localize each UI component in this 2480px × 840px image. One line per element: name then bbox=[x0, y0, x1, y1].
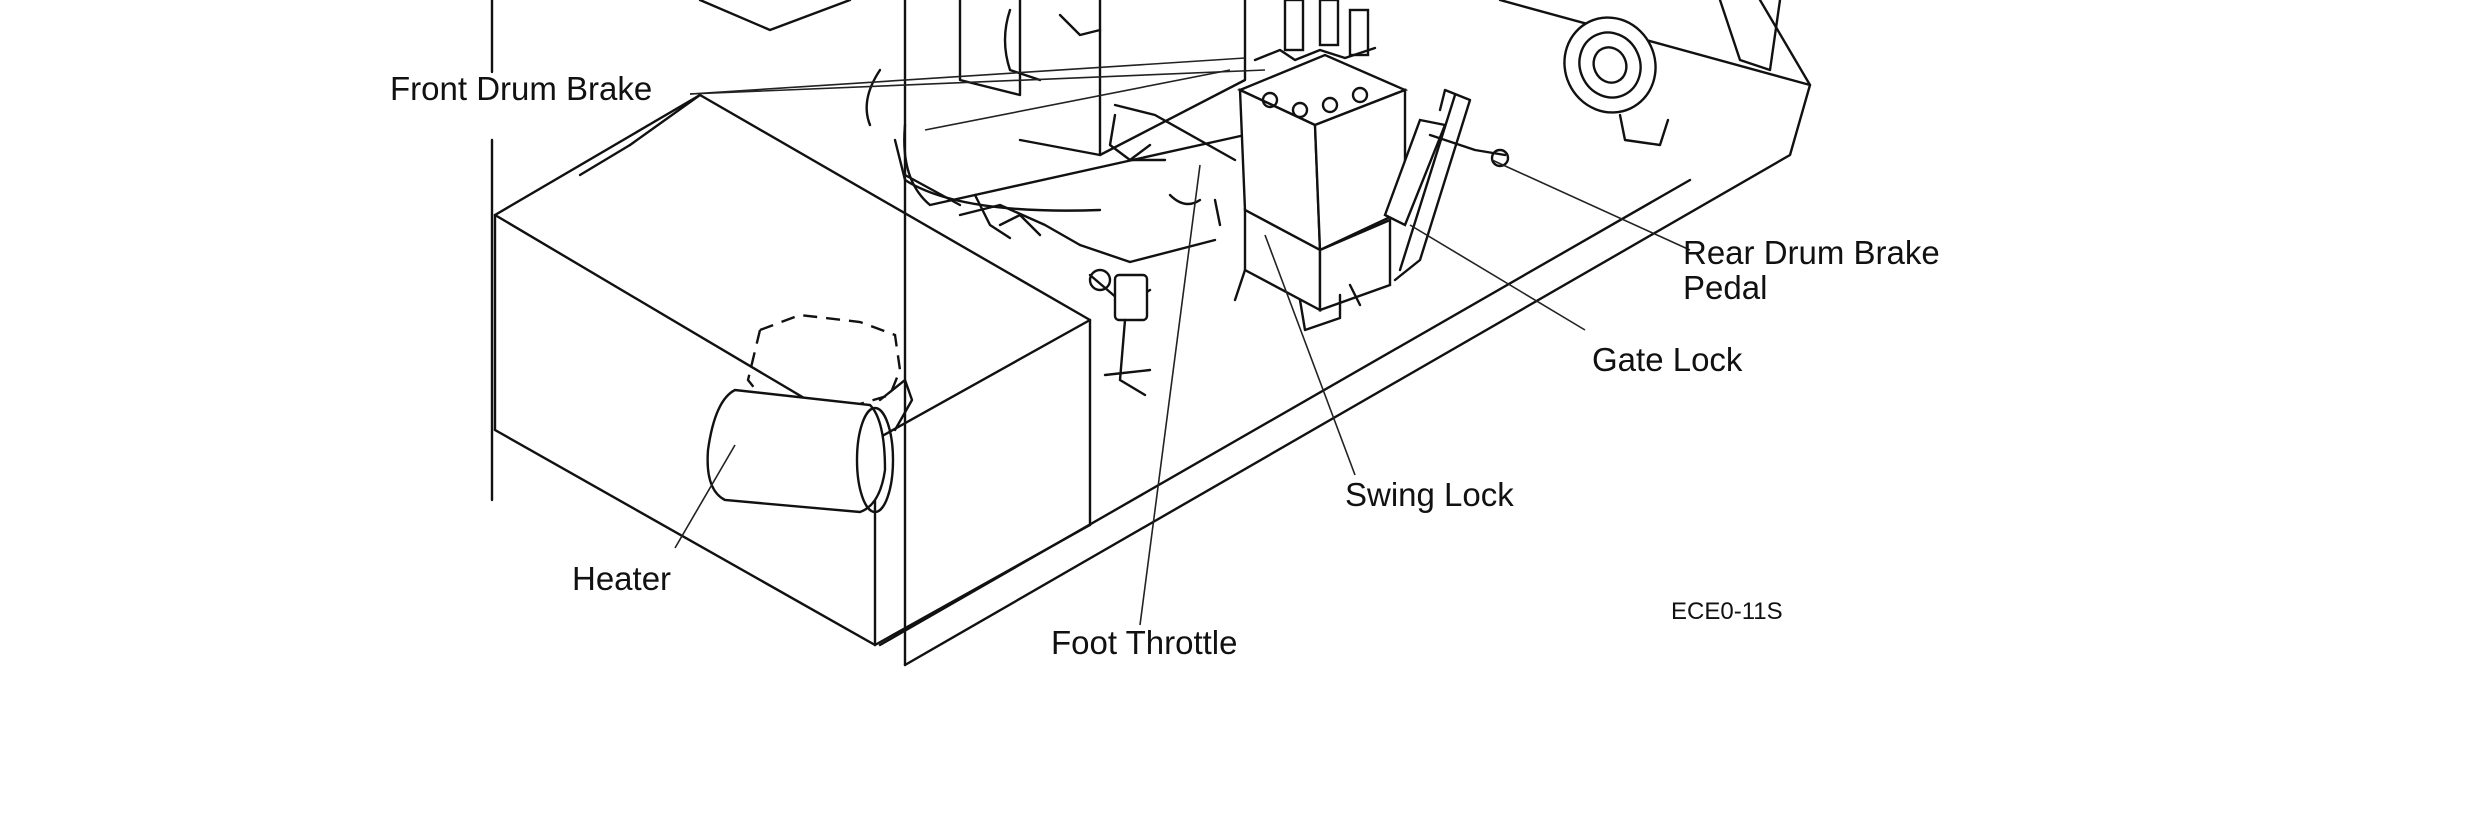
leader-heater bbox=[674, 444, 736, 549]
heater-cabinet bbox=[493, 93, 1092, 647]
label-rear-drum-brake-pedal: Rear Drum Brake Pedal bbox=[1683, 234, 1940, 306]
leader-rear-drum-brake bbox=[1491, 159, 1691, 251]
rear-brake-pedal bbox=[1383, 88, 1510, 282]
label-gate-lock: Gate Lock bbox=[1592, 341, 1743, 378]
label-rear-drum-brake-line1: Rear Drum Brake bbox=[1683, 234, 1940, 271]
label-swing-lock: Swing Lock bbox=[1345, 476, 1514, 513]
leader-gate-lock bbox=[1409, 224, 1586, 331]
figure-code: ECE0-11S bbox=[1671, 598, 1783, 625]
label-front-drum-brake: Front Drum Brake bbox=[390, 70, 653, 107]
heater-unit bbox=[706, 313, 914, 514]
foot-throttle-linkage bbox=[958, 103, 1277, 397]
speaker-fixture bbox=[1563, 0, 1782, 147]
label-rear-drum-brake-line2: Pedal bbox=[1683, 268, 1768, 306]
label-foot-throttle: Foot Throttle bbox=[1051, 624, 1238, 661]
leader-swing-lock bbox=[1264, 234, 1356, 476]
control-valve-block bbox=[1237, 0, 1409, 332]
seat-console bbox=[698, 0, 1247, 212]
leader-front-drum-brake bbox=[689, 69, 1266, 95]
leader-foot-throttle bbox=[1139, 164, 1201, 626]
label-heater: Heater bbox=[572, 560, 672, 597]
leader-lines bbox=[674, 57, 1691, 626]
